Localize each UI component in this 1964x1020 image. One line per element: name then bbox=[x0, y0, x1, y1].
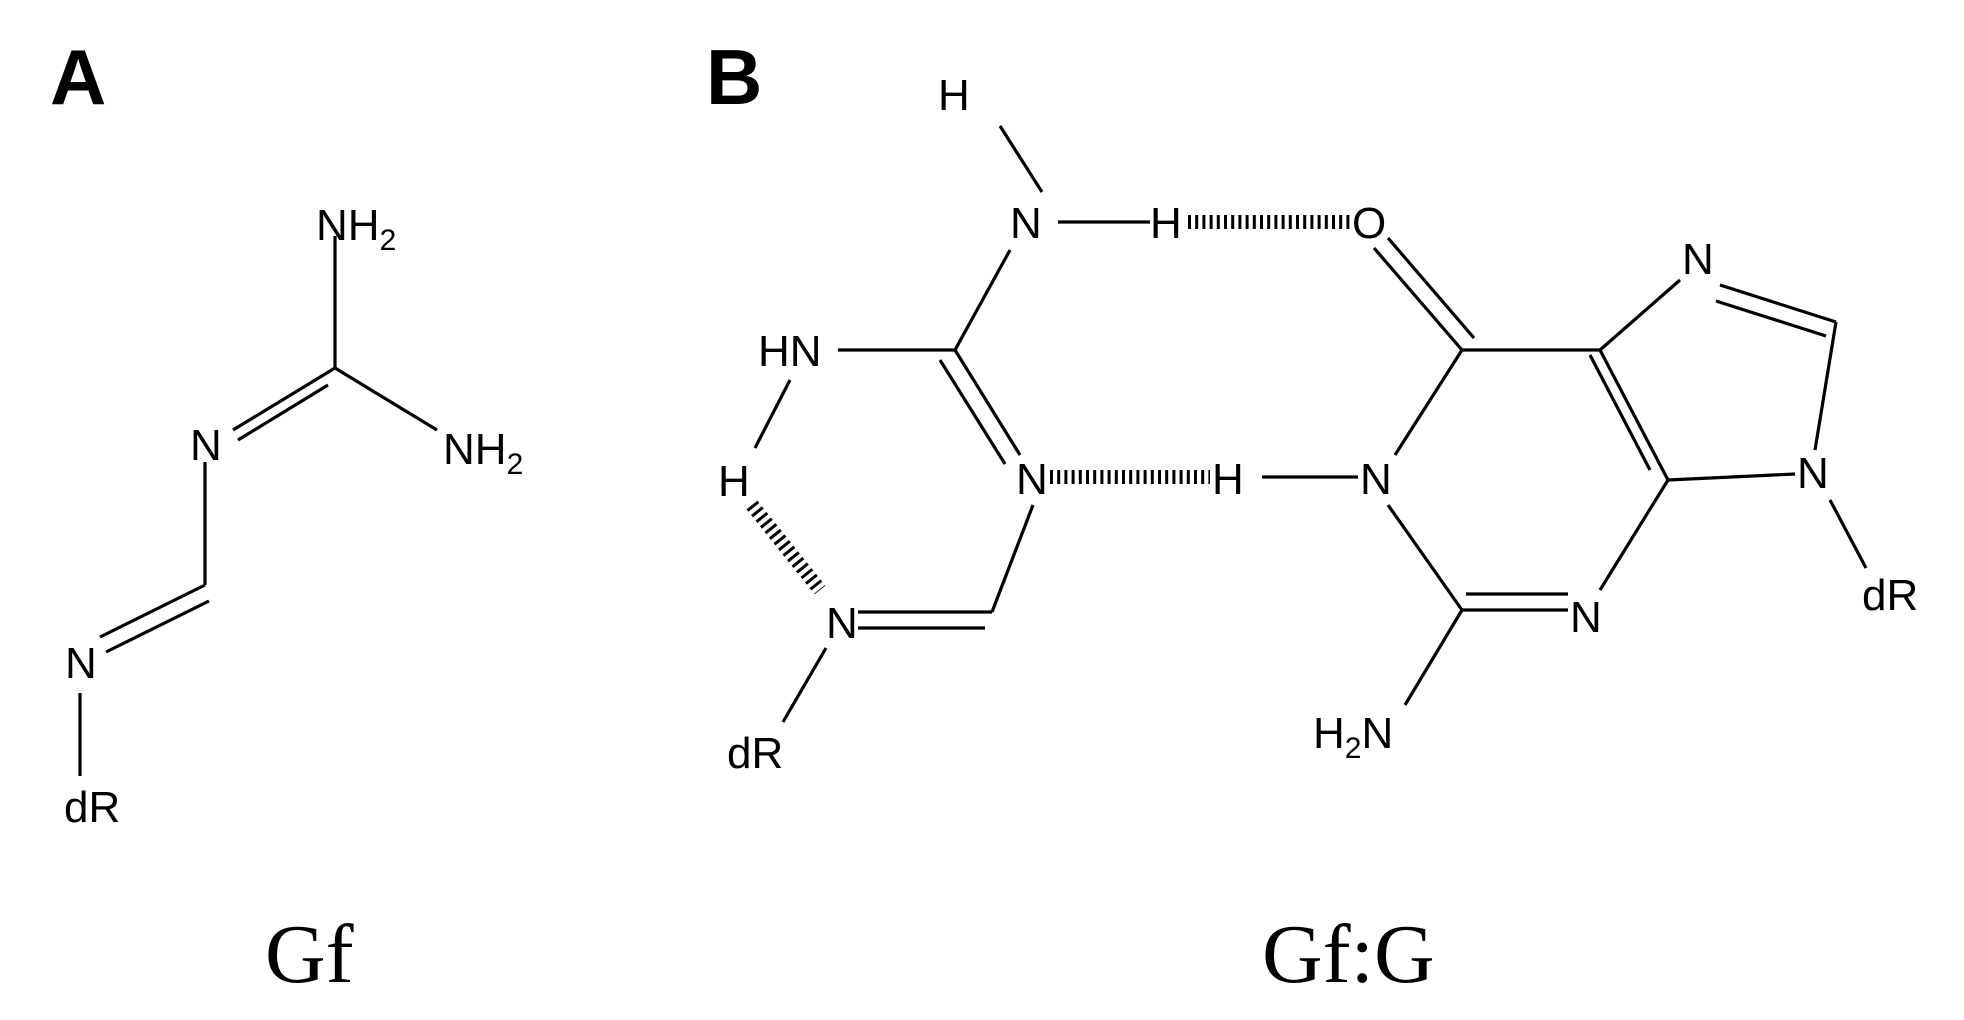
panel-b-label: B bbox=[706, 33, 762, 121]
atom-h-left: H bbox=[718, 457, 750, 506]
atom-n-lower: N bbox=[65, 639, 97, 688]
bond-c5-n7 bbox=[1598, 278, 1682, 352]
bond-n3-c4 bbox=[1598, 479, 1670, 591]
atom-hn-left: HN bbox=[758, 327, 822, 376]
bond-c-n-ring-a bbox=[953, 349, 1022, 456]
bond-n9-c4 bbox=[1667, 472, 1796, 482]
bond-ch-n-double-b bbox=[105, 599, 210, 654]
atom-dr: dR bbox=[64, 783, 120, 832]
atom-dr-right: dR bbox=[1862, 571, 1918, 620]
atom-h-imino: H bbox=[1212, 455, 1244, 504]
atom-o-carbonyl: O bbox=[1352, 199, 1386, 248]
atom-n3: N bbox=[1570, 593, 1602, 642]
bond-h-n-amino bbox=[998, 125, 1044, 193]
atom-h-amino: H bbox=[1150, 199, 1182, 248]
bond-n-dr-left bbox=[781, 647, 828, 723]
gf-molecule: H N H HN H N H N dR bbox=[718, 71, 1350, 778]
panel-b-caption: Gf:G bbox=[1262, 908, 1435, 1001]
gf-structure: NH2 NH2 N N dR bbox=[64, 201, 523, 832]
bond-c-n-double-a bbox=[232, 366, 336, 432]
atom-nh2-right: NH2 bbox=[443, 425, 523, 481]
bond-c-nh2-right bbox=[334, 366, 438, 432]
bond-ch-n-double-a bbox=[99, 583, 206, 639]
atom-h2n: H2N bbox=[1313, 709, 1393, 765]
bond-c2-nh2 bbox=[1403, 609, 1464, 706]
atom-h-top: H bbox=[938, 71, 970, 120]
bond-n1-c2 bbox=[1386, 504, 1464, 611]
bond-c-n-double-b bbox=[237, 383, 329, 442]
bond-n-amino-c bbox=[953, 249, 1012, 351]
bond-hn-h bbox=[753, 379, 792, 449]
bond-n7-c8-a bbox=[1719, 283, 1837, 324]
atom-n9: N bbox=[1797, 449, 1829, 498]
atom-n7: N bbox=[1682, 235, 1714, 284]
atom-n-ring: N bbox=[1016, 455, 1048, 504]
bond-c4-c5-a bbox=[1598, 349, 1670, 481]
atom-nh2-top: NH2 bbox=[316, 201, 396, 257]
atom-n-amino: N bbox=[1010, 199, 1042, 248]
bond-n7-c8-b bbox=[1715, 299, 1827, 338]
bond-c8-n9 bbox=[1813, 321, 1838, 451]
panel-a-caption: Gf bbox=[265, 908, 354, 1001]
panel-a-label: A bbox=[50, 33, 106, 121]
bond-c6-n1 bbox=[1393, 349, 1464, 456]
hbond-h-n-intramolecular bbox=[746, 500, 826, 595]
bond-o-c6-a bbox=[1372, 246, 1464, 352]
atom-dr-left: dR bbox=[727, 729, 783, 778]
guanine-molecule: O N N N N dR H2N bbox=[1262, 199, 1918, 765]
bond-c-n-ring-b bbox=[938, 359, 1007, 465]
atom-n-imine-lower: N bbox=[826, 599, 858, 648]
atom-n-imine: N bbox=[190, 421, 222, 470]
bond-o-c6-b bbox=[1386, 236, 1476, 340]
bond-n9-dr bbox=[1828, 499, 1868, 569]
bond-n-ring-ch bbox=[990, 504, 1035, 613]
bond-c4-c5-b bbox=[1588, 354, 1652, 471]
atom-n1: N bbox=[1360, 455, 1392, 504]
